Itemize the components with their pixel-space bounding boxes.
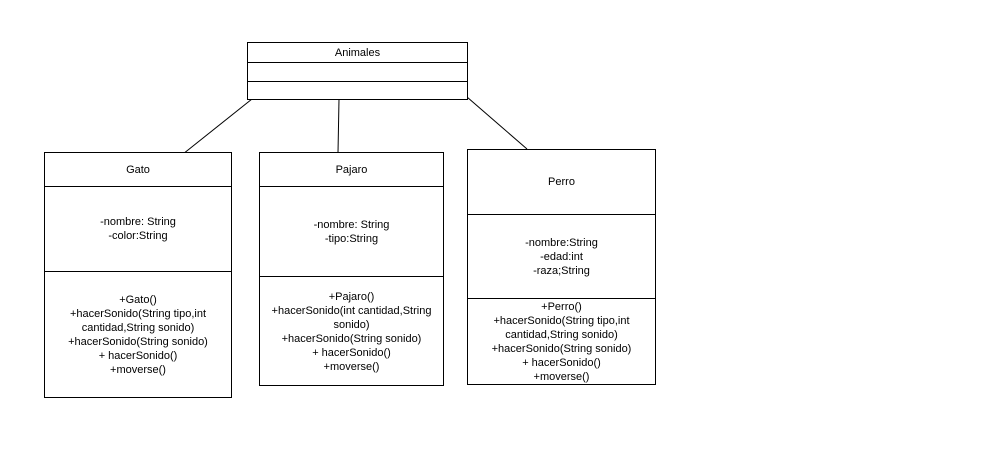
method: +moverse() [110, 364, 166, 376]
class-name-section: Perro [468, 150, 655, 214]
divider [468, 214, 655, 215]
method: +hacerSonido(String sonido) [491, 343, 632, 355]
connector-perro [466, 96, 528, 150]
attribute: -raza;String [533, 264, 590, 277]
attribute: -edad:int [540, 250, 583, 263]
class-name-animales: Animales [334, 47, 381, 59]
attribute: -nombre: String [100, 216, 176, 228]
class-name-section: Gato [45, 153, 231, 186]
class-box-gato[interactable]: Gato -nombre: String -color:String +Gato… [44, 152, 232, 398]
attribute: -tipo:String [324, 232, 379, 245]
class-name-perro: Perro [548, 176, 575, 188]
method: +Perro() [541, 301, 582, 313]
attributes-section-pajaro: -nombre: String -tipo:String [260, 187, 443, 276]
attributes-section-animales [248, 63, 467, 81]
method: +hacerSonido(String sonido) [68, 336, 208, 348]
class-box-pajaro[interactable]: Pajaro -nombre: String -tipo:String +Paj… [259, 152, 444, 386]
divider [260, 186, 443, 187]
class-name-section: Animales [248, 43, 467, 63]
class-box-animales[interactable]: Animales [247, 42, 468, 100]
divider [248, 62, 467, 63]
method: +hacerSonido(String tipo,int cantidad,St… [69, 308, 207, 334]
divider [45, 186, 231, 187]
divider [468, 298, 655, 299]
method: +Pajaro() [328, 290, 375, 303]
method: + hacerSonido() [312, 346, 391, 359]
method: +hacerSonido(int cantidad,String sonido) [271, 304, 432, 331]
method: + hacerSonido() [98, 350, 178, 362]
attribute: -nombre:String [525, 236, 598, 249]
attributes-section-gato: -nombre: String -color:String [45, 187, 231, 271]
divider [248, 81, 467, 82]
class-name-gato: Gato [126, 163, 150, 176]
class-box-perro[interactable]: Perro -nombre:String -edad:int -raza;Str… [467, 149, 656, 385]
connector-pajaro [337, 98, 340, 154]
method: +hacerSonido(String tipo,int cantidad,St… [493, 315, 630, 341]
divider [45, 271, 231, 272]
class-name-pajaro: Pajaro [335, 163, 368, 176]
class-name-section: Pajaro [260, 153, 443, 186]
method: + hacerSonido() [522, 357, 601, 369]
methods-section-gato: +Gato() +hacerSonido(String tipo,int can… [45, 272, 231, 398]
methods-section-pajaro: +Pajaro() +hacerSonido(int cantidad,Stri… [260, 277, 443, 386]
attributes-section-perro: -nombre:String -edad:int -raza;String [468, 215, 655, 298]
attribute: -color:String [108, 230, 168, 242]
methods-section-animales [248, 82, 467, 100]
method: +moverse() [323, 360, 380, 373]
method: +hacerSonido(String sonido) [281, 332, 422, 345]
method: +moverse() [533, 371, 590, 383]
connector-gato [182, 98, 253, 155]
methods-section-perro: +Perro() +hacerSonido(String tipo,int ca… [468, 299, 655, 385]
attribute: -nombre: String [313, 218, 390, 231]
method: +Gato() [119, 294, 157, 306]
divider [260, 276, 443, 277]
